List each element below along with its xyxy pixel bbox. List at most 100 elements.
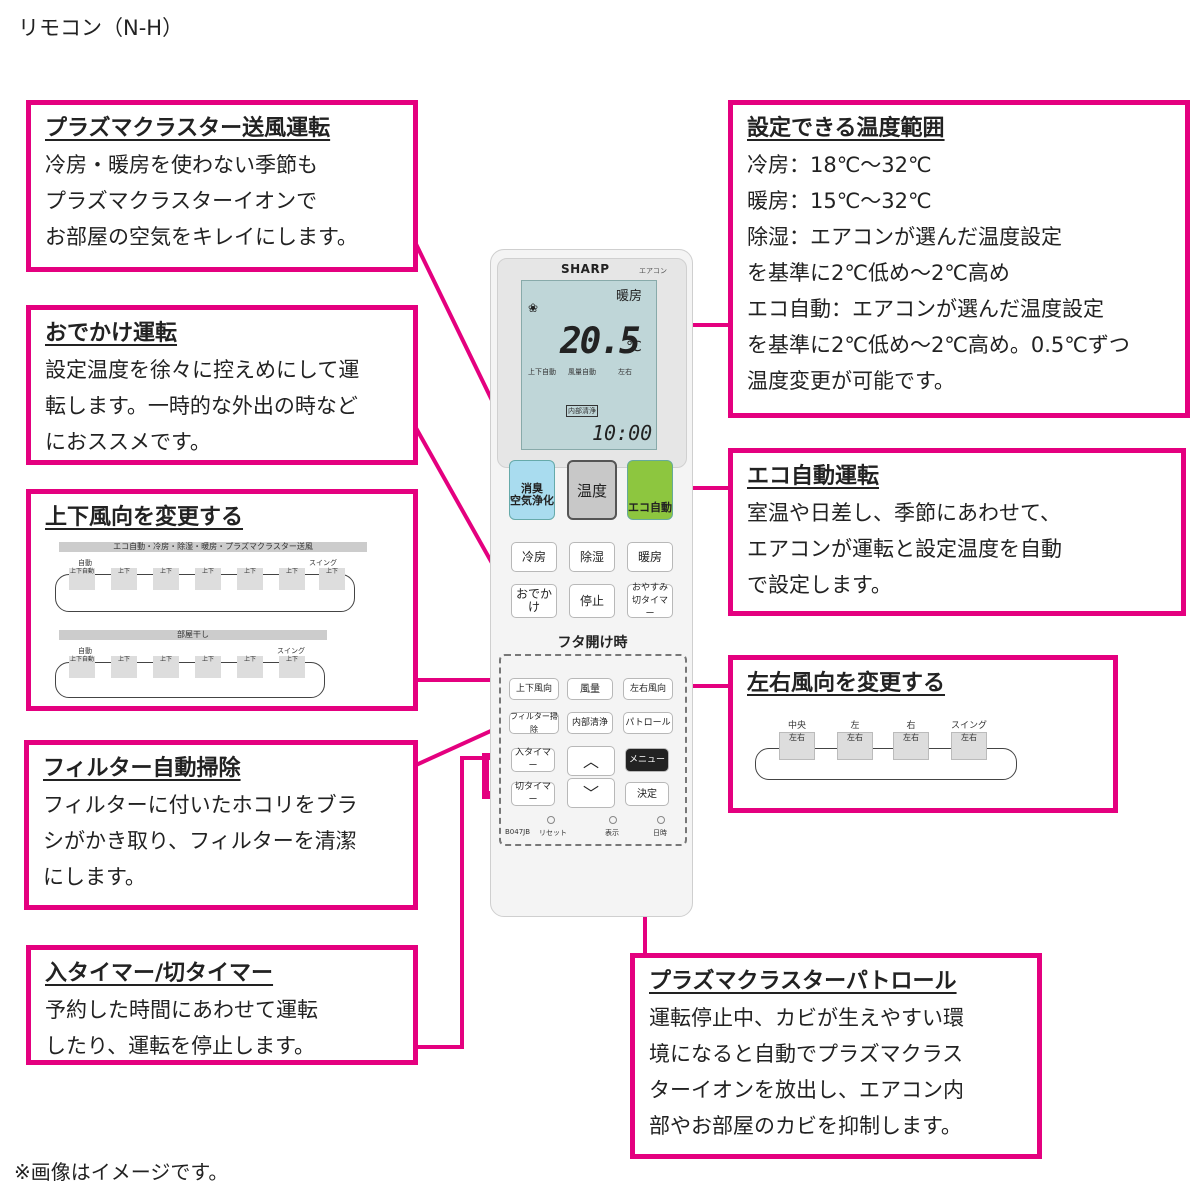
box-temp-range: 設定できる温度範囲 冷房：18℃〜32℃ 暖房：15℃〜32℃ 除湿：エアコンが… [728, 100, 1190, 418]
updown-wind-button[interactable]: 上下風向 [509, 678, 559, 700]
box-line: プラズマクラスターイオンで [45, 189, 318, 213]
box-updown: 上下風向を変更する エコ自動・冷房・除湿・暖房・プラズマクラスター送風 自動 ス… [26, 489, 418, 711]
updown-vane: 上下 [319, 568, 345, 590]
on-timer-button[interactable]: 入タイマー [511, 748, 555, 772]
eco-auto-button[interactable]: エコ自動 [627, 460, 673, 520]
updown-vane: 上下 [195, 656, 221, 678]
updown-vane: 上下 [195, 568, 221, 590]
box-line: 部やお部屋のカビを抑制します。 [649, 1114, 962, 1138]
temperature-label: 温度 [576, 482, 607, 500]
box-title: プラズマクラスター送風運転 [45, 116, 331, 141]
box-line: シがかき取り、フィルターを清潔 [43, 829, 357, 853]
updown-vane: 上下 [153, 656, 179, 678]
box-title: フィルター自動掃除 [43, 756, 241, 781]
box-line: エアコンが運転と設定温度を自動 [747, 537, 1062, 561]
lcd-display: 暖房 ❀ 20.5 ℃ 上下自動 風量自動 左右 内部清浄 10:00 [521, 280, 657, 450]
box-patrol: プラズマクラスターパトロール 運転停止中、カビが生えやすい環 境になると自動でプ… [630, 953, 1042, 1159]
box-line: ターイオンを放出し、エアコン内 [649, 1078, 964, 1102]
lcd-seg: 風量自動 [568, 368, 596, 376]
model-label: B047JB [505, 828, 531, 836]
box-line: 運転停止中、カビが生えやすい環 [649, 1006, 964, 1030]
display-button[interactable] [609, 816, 617, 824]
off-timer-button[interactable]: 切タイマー [511, 782, 555, 806]
display-label: 表示 [605, 829, 619, 837]
odekake-button[interactable]: おでかけ [511, 584, 557, 618]
box-line: を基準に2℃低め〜2℃高め。0.5℃ずつ [747, 333, 1130, 357]
updown-vane: 上下自動 [69, 568, 95, 590]
updown-vane: 上下 [153, 568, 179, 590]
box-line: にします。 [43, 865, 146, 889]
box-line: 転します。一時的な外出の時など [45, 394, 358, 418]
lcd-unit: ℃ [626, 339, 642, 355]
box-line: エコ自動：エアコンが選んだ温度設定 [747, 297, 1104, 321]
temperature-button[interactable]: 温度 [567, 460, 617, 520]
clock-label: 日時 [653, 829, 667, 837]
filter-clean-button[interactable]: フィルター掃除 [509, 712, 559, 734]
brand-logo: SHARP [561, 262, 610, 276]
box-line: フィルターに付いたホコリをブラ [43, 793, 358, 817]
box-eco: エコ自動運転 室温や日差し、季節にあわせて、 エアコンが運転と設定温度を自動 で… [728, 448, 1186, 616]
clock-button[interactable] [657, 816, 665, 824]
box-leftright: 左右風向を変更する 中央 左 右 スイング 左右 左右 左右 左右 [728, 655, 1118, 813]
dry-button[interactable]: 除湿 [569, 542, 615, 572]
down-button[interactable]: ﹀ [567, 778, 615, 808]
reset-label: リセット [539, 829, 567, 837]
updown-bar2: 部屋干し [59, 630, 327, 640]
box-line: 暖房：15℃〜32℃ [747, 189, 932, 213]
lcd-internal: 内部清浄 [566, 405, 598, 417]
lr-label: 右 [906, 721, 916, 731]
box-line: におススメです。 [45, 430, 211, 454]
up-button[interactable]: ︿ [567, 746, 615, 776]
ok-button[interactable]: 決定 [625, 782, 669, 806]
chevron-up-icon: ︿ [582, 751, 599, 771]
remote-control: SHARP エアコン 暖房 ❀ 20.5 ℃ 上下自動 風量自動 左右 内部清浄… [490, 249, 693, 917]
box-line: お部屋の空気をキレイにします。 [45, 225, 358, 249]
updown-vane: 上下 [237, 656, 263, 678]
box-odekake: おでかけ運転 設定温度を徐々に控えめにして運 転します。一時的な外出の時など に… [26, 305, 418, 465]
cool-button[interactable]: 冷房 [511, 542, 557, 572]
lr-vane: 左右 [779, 732, 815, 760]
leftright-wind-button[interactable]: 左右風向 [623, 678, 673, 700]
updown-vane: 上下 [111, 656, 137, 678]
stop-button[interactable]: 停止 [569, 584, 615, 618]
box-title: エコ自動運転 [747, 464, 880, 489]
patrol-button[interactable]: パトロール [623, 712, 673, 734]
box-title: 上下風向を変更する [45, 505, 244, 530]
box-line: 境になると自動でプラズマクラス [649, 1042, 964, 1066]
box-line: したり、運転を停止します。 [45, 1034, 316, 1058]
box-line: 予約した時間にあわせて運転 [45, 998, 318, 1022]
fan-speed-button[interactable]: 風量 [567, 678, 613, 700]
lcd-mode: 暖房 [615, 289, 642, 304]
box-line: 室温や日差し、季節にあわせて、 [747, 501, 1061, 525]
updown-vane: 上下 [237, 568, 263, 590]
chevron-down-icon: ﹀ [582, 783, 599, 803]
updown-vane: 上下 [111, 568, 137, 590]
sleep-timer-button[interactable]: おやすみ 切タイマー [627, 583, 673, 619]
lr-label: 中央 [787, 721, 806, 731]
updown-label: 自動 [78, 559, 92, 567]
box-title: おでかけ運転 [45, 321, 178, 346]
box-line: を基準に2℃低め〜2℃高め [747, 261, 1010, 285]
lr-label: スイング [950, 721, 987, 731]
box-line: 冷房：18℃〜32℃ [747, 153, 932, 177]
box-title: プラズマクラスターパトロール [649, 969, 957, 994]
box-line: 除湿：エアコンが選んだ温度設定 [747, 225, 1062, 249]
lr-label: 左 [850, 721, 860, 731]
reset-button[interactable] [547, 816, 555, 824]
box-timer: 入タイマー/切タイマー 予約した時間にあわせて運転 したり、運転を停止します。 [26, 945, 418, 1065]
lr-vane: 左右 [837, 732, 873, 760]
internal-clean-button[interactable]: 内部清浄 [567, 712, 613, 734]
lcd-clock: 10:00 [592, 421, 653, 445]
brand-sub: エアコン [639, 267, 667, 275]
box-title: 左右風向を変更する [747, 671, 946, 696]
box-plasma-fan: プラズマクラスター送風運転 冷房・暖房を使わない季節も プラズマクラスターイオン… [26, 100, 418, 272]
heat-button[interactable]: 暖房 [627, 542, 673, 572]
menu-button[interactable]: メニュー [625, 748, 669, 772]
updown-label: スイング [277, 647, 305, 655]
box-line: 温度変更が可能です。 [747, 369, 955, 393]
plasma-button[interactable]: 消臭 空気浄化 [509, 460, 555, 520]
box-line: 設定温度を徐々に控えめにして運 [45, 358, 360, 382]
updown-loop2 [55, 662, 325, 698]
lcd-seg: 上下自動 [528, 368, 556, 376]
box-line: 冷房・暖房を使わない季節も [45, 153, 318, 177]
